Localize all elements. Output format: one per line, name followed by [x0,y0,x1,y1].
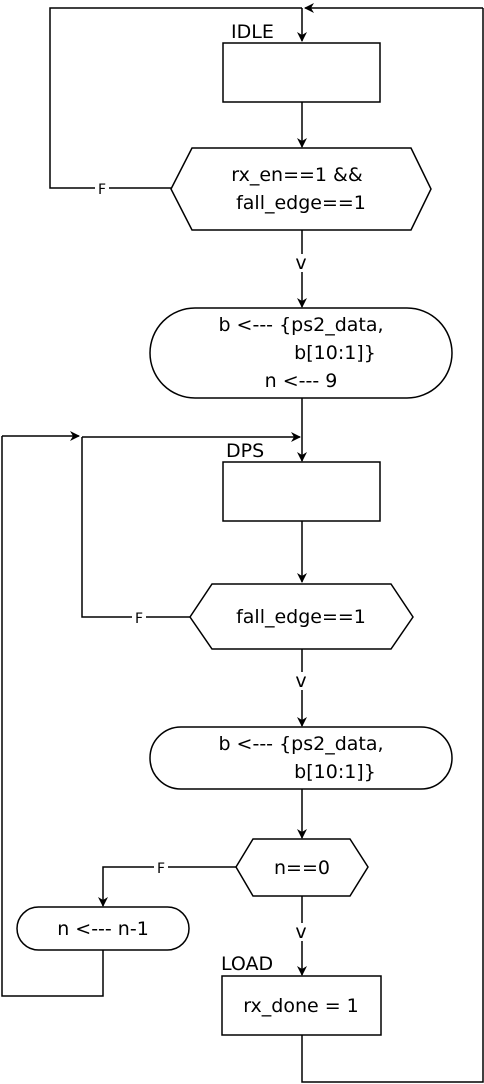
count-decision-text: n==0 [274,857,330,879]
edge-false-label-bg [132,609,146,625]
edge-decision-hexagon [189,583,414,650]
start-decision-line1: rx_en==1 && [231,164,363,186]
shift-action-line1: b <--- {ps2_data, [218,733,383,755]
edge-decision-text: fall_edge==1 [236,606,366,628]
edge-false-label: F [135,611,143,627]
start-false-label: F [98,182,106,198]
count-decision-hexagon [235,838,369,897]
load-action-text: rx_done = 1 [243,995,359,1017]
count-false-arrow [98,866,236,907]
init-action-stadium [149,307,453,399]
start-false-label-bg [95,180,109,196]
state-label-idle: IDLE [231,21,274,43]
edge-true-label-bg [293,672,309,690]
count-false-label-bg [154,859,168,875]
init-action-line3: n <--- 9 [265,370,338,392]
count-true-label-bg [293,923,309,941]
load-return-loop [301,8,484,1083]
init-action-line2: b[10:1]} [294,342,376,364]
load-state-box [221,975,382,1036]
count-false-label: F [157,861,165,877]
edge-false-loop [81,437,190,618]
start-decision-hexagon [170,147,432,231]
decrement-action-text: n <--- n-1 [57,918,149,940]
start-decision-line2: fall_edge==1 [236,192,366,214]
edge-true-label: v [295,670,306,692]
count-true-label: v [295,921,306,943]
idle-state-box [222,42,381,103]
state-label-dps: DPS [226,440,264,462]
decrement-action-stadium [16,906,190,951]
state-label-load: LOAD [221,953,273,975]
idle-false-loop [49,7,302,189]
shift-action-line2: b[10:1]} [294,761,376,783]
shift-action-stadium [149,726,453,790]
init-action-line1: b <--- {ps2_data, [218,314,383,336]
start-true-label: v [295,252,306,274]
start-true-label-bg [293,254,309,272]
dps-state-box [222,461,381,522]
decrement-loop [1,436,104,997]
